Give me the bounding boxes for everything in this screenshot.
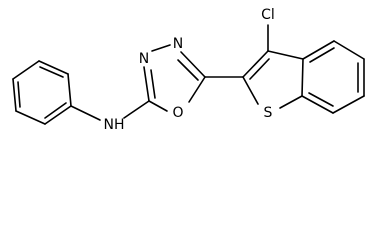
bond-bz-inner-1 [309,47,335,63]
bond-ph-1 [38,60,69,75]
bond-n3-n4 [151,44,171,52]
phenyl-ring [12,60,72,125]
bond-o1-c2 [148,100,168,112]
bond-bz-1 [302,40,335,60]
bond-ph-inner-2 [44,102,67,119]
structure-canvas: N N O NH S Cl [12,7,365,133]
bond-c2-n3 [143,66,150,102]
bond-ph-nh [70,105,101,121]
molecule-structure: N N O NH S Cl [12,7,365,133]
bond-n4-c5-double [177,59,199,81]
bond-th-c3a-c7a [301,58,304,97]
bond-c2-n3-double [150,69,156,99]
bond-bz-4 [332,95,365,114]
bond-th-c7a-s [279,95,303,109]
atom-n-top-left: N [139,51,149,67]
bond-th-c2-c3-double [249,58,270,80]
bond-ph-2 [67,73,72,107]
bond-bz-5 [301,95,334,114]
bond-th-c3-c3a [267,50,304,60]
bond-ph-5 [12,78,17,112]
bond-th-s-c2 [242,76,259,105]
bond-bz-2 [333,40,365,60]
bond-ph-4 [15,110,46,125]
atom-nh-amine: NH [104,117,125,133]
atom-cl-chlorine: Cl [261,7,275,23]
bond-n4-c5 [180,51,206,78]
benzothiophene [242,24,365,114]
bond-ph-3 [44,105,72,125]
atom-n-top-right: N [173,36,183,52]
bond-nh-c2 [123,100,150,119]
bond-th-c2-c3 [242,50,269,78]
atom-o-ring: O [172,105,183,121]
bond-c5-o1 [188,76,206,103]
oxadiazole-ring [143,44,206,112]
bond-ph-6 [12,60,40,80]
bond-ph-inner-3 [17,81,21,108]
bond-ph-inner-1 [39,66,64,78]
bond-bz-inner-3 [308,92,334,107]
atom-s-sulfur: S [264,105,273,121]
